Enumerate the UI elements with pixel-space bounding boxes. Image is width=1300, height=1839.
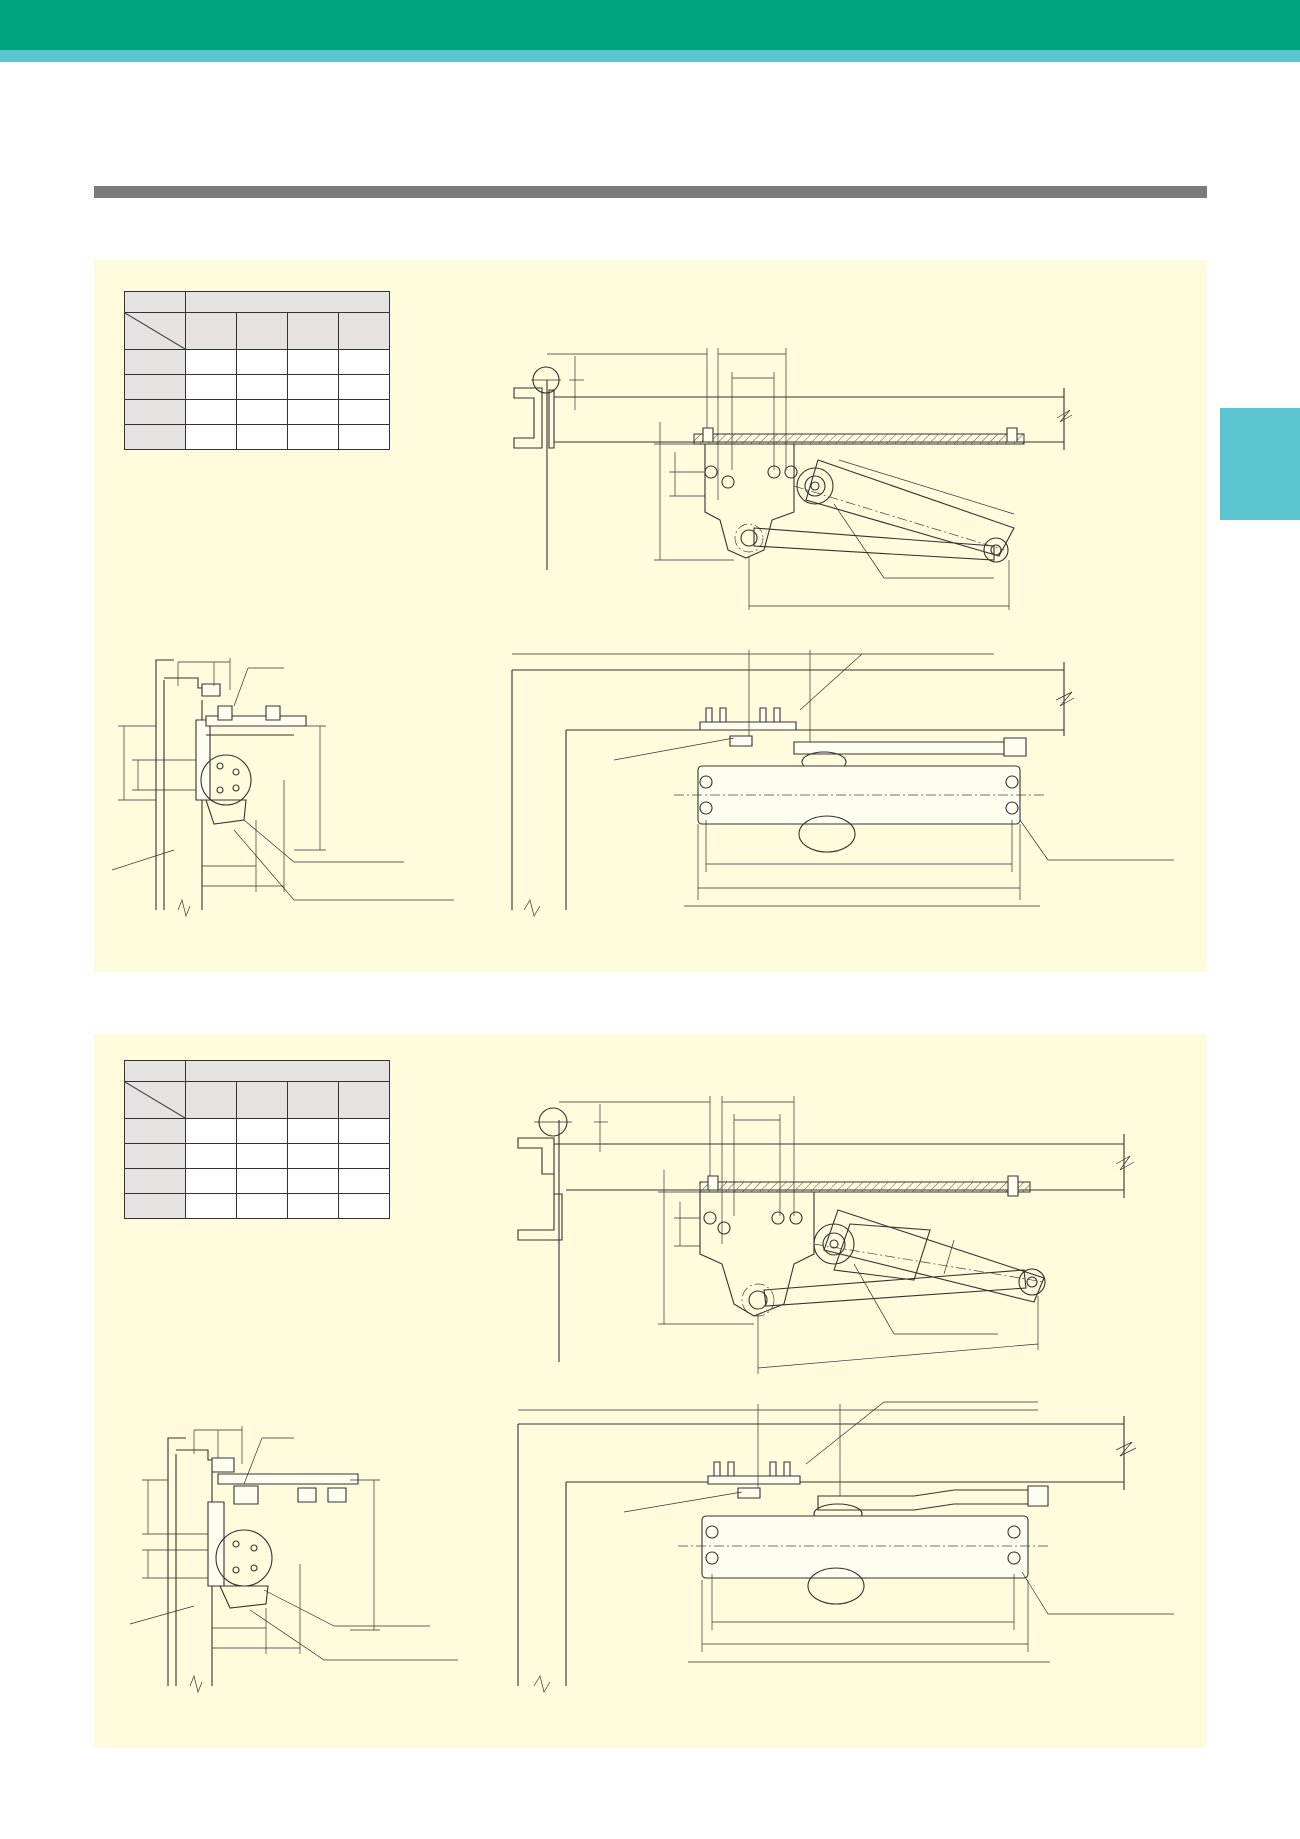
table-cell <box>287 1168 339 1194</box>
table-cell <box>236 349 288 375</box>
front-elevation-view <box>518 1402 1174 1692</box>
door-closer-drawing-2 <box>94 1034 1207 1748</box>
table-cell <box>338 1081 390 1119</box>
table-row <box>124 312 390 350</box>
table-cell <box>124 1193 186 1219</box>
table-row <box>124 1168 390 1194</box>
table-row <box>124 349 390 375</box>
front-elevation-view <box>512 650 1174 916</box>
table-cell <box>185 312 237 350</box>
table-cell <box>338 1168 390 1194</box>
table-row <box>124 1081 390 1119</box>
diagonal-divider <box>125 1082 185 1118</box>
table-cell <box>287 1193 339 1219</box>
plan-view <box>514 348 1072 610</box>
table-cell <box>338 312 390 350</box>
table-cell <box>236 424 288 450</box>
table-cell <box>185 349 237 375</box>
table-cell <box>287 1081 339 1119</box>
diagonal-divider <box>125 313 185 349</box>
side-index-tab[interactable] <box>1220 408 1300 520</box>
table-row <box>124 399 390 425</box>
table-cell <box>287 312 339 350</box>
table-row <box>124 1193 390 1219</box>
plan-view <box>518 1096 1134 1374</box>
table-cell <box>124 1143 186 1169</box>
table-cell <box>338 399 390 425</box>
table-row <box>124 1118 390 1144</box>
table-cell <box>185 1193 237 1219</box>
table-cell <box>236 1168 288 1194</box>
spec-table-1 <box>124 291 390 450</box>
table-row <box>124 291 390 313</box>
table-cell <box>185 1060 390 1082</box>
table-cell <box>124 424 186 450</box>
section-divider <box>94 186 1207 198</box>
table-cell <box>124 1118 186 1144</box>
table-corner-cell <box>124 312 186 350</box>
header-green-bar <box>0 0 1300 50</box>
table-cell <box>124 399 186 425</box>
side-section-view <box>130 1426 458 1692</box>
table-cell <box>338 424 390 450</box>
table-cell <box>185 1168 237 1194</box>
table-cell <box>338 1193 390 1219</box>
table-cell <box>338 374 390 400</box>
table-cell <box>236 1143 288 1169</box>
table-cell <box>185 424 237 450</box>
table-cell <box>236 374 288 400</box>
table-cell <box>287 399 339 425</box>
table-cell <box>236 1081 288 1119</box>
table-cell <box>124 1168 186 1194</box>
table-cell <box>185 1081 237 1119</box>
drawing-panel-1 <box>94 260 1207 972</box>
table-cell <box>236 1193 288 1219</box>
table-cell <box>124 1060 186 1082</box>
table-row <box>124 1060 390 1082</box>
table-cell <box>287 1118 339 1144</box>
spec-table-2 <box>124 1060 390 1219</box>
header-cyan-stripe <box>0 50 1300 62</box>
table-cell <box>185 291 390 313</box>
door-closer-drawing-1 <box>94 260 1207 972</box>
side-section-view <box>112 658 454 916</box>
table-row <box>124 424 390 450</box>
table-corner-cell <box>124 1081 186 1119</box>
header-band <box>0 0 1300 62</box>
table-cell <box>287 424 339 450</box>
table-cell <box>338 349 390 375</box>
table-row <box>124 1143 390 1169</box>
table-cell <box>124 291 186 313</box>
table-cell <box>338 1118 390 1144</box>
drawing-panel-2 <box>94 1034 1207 1748</box>
